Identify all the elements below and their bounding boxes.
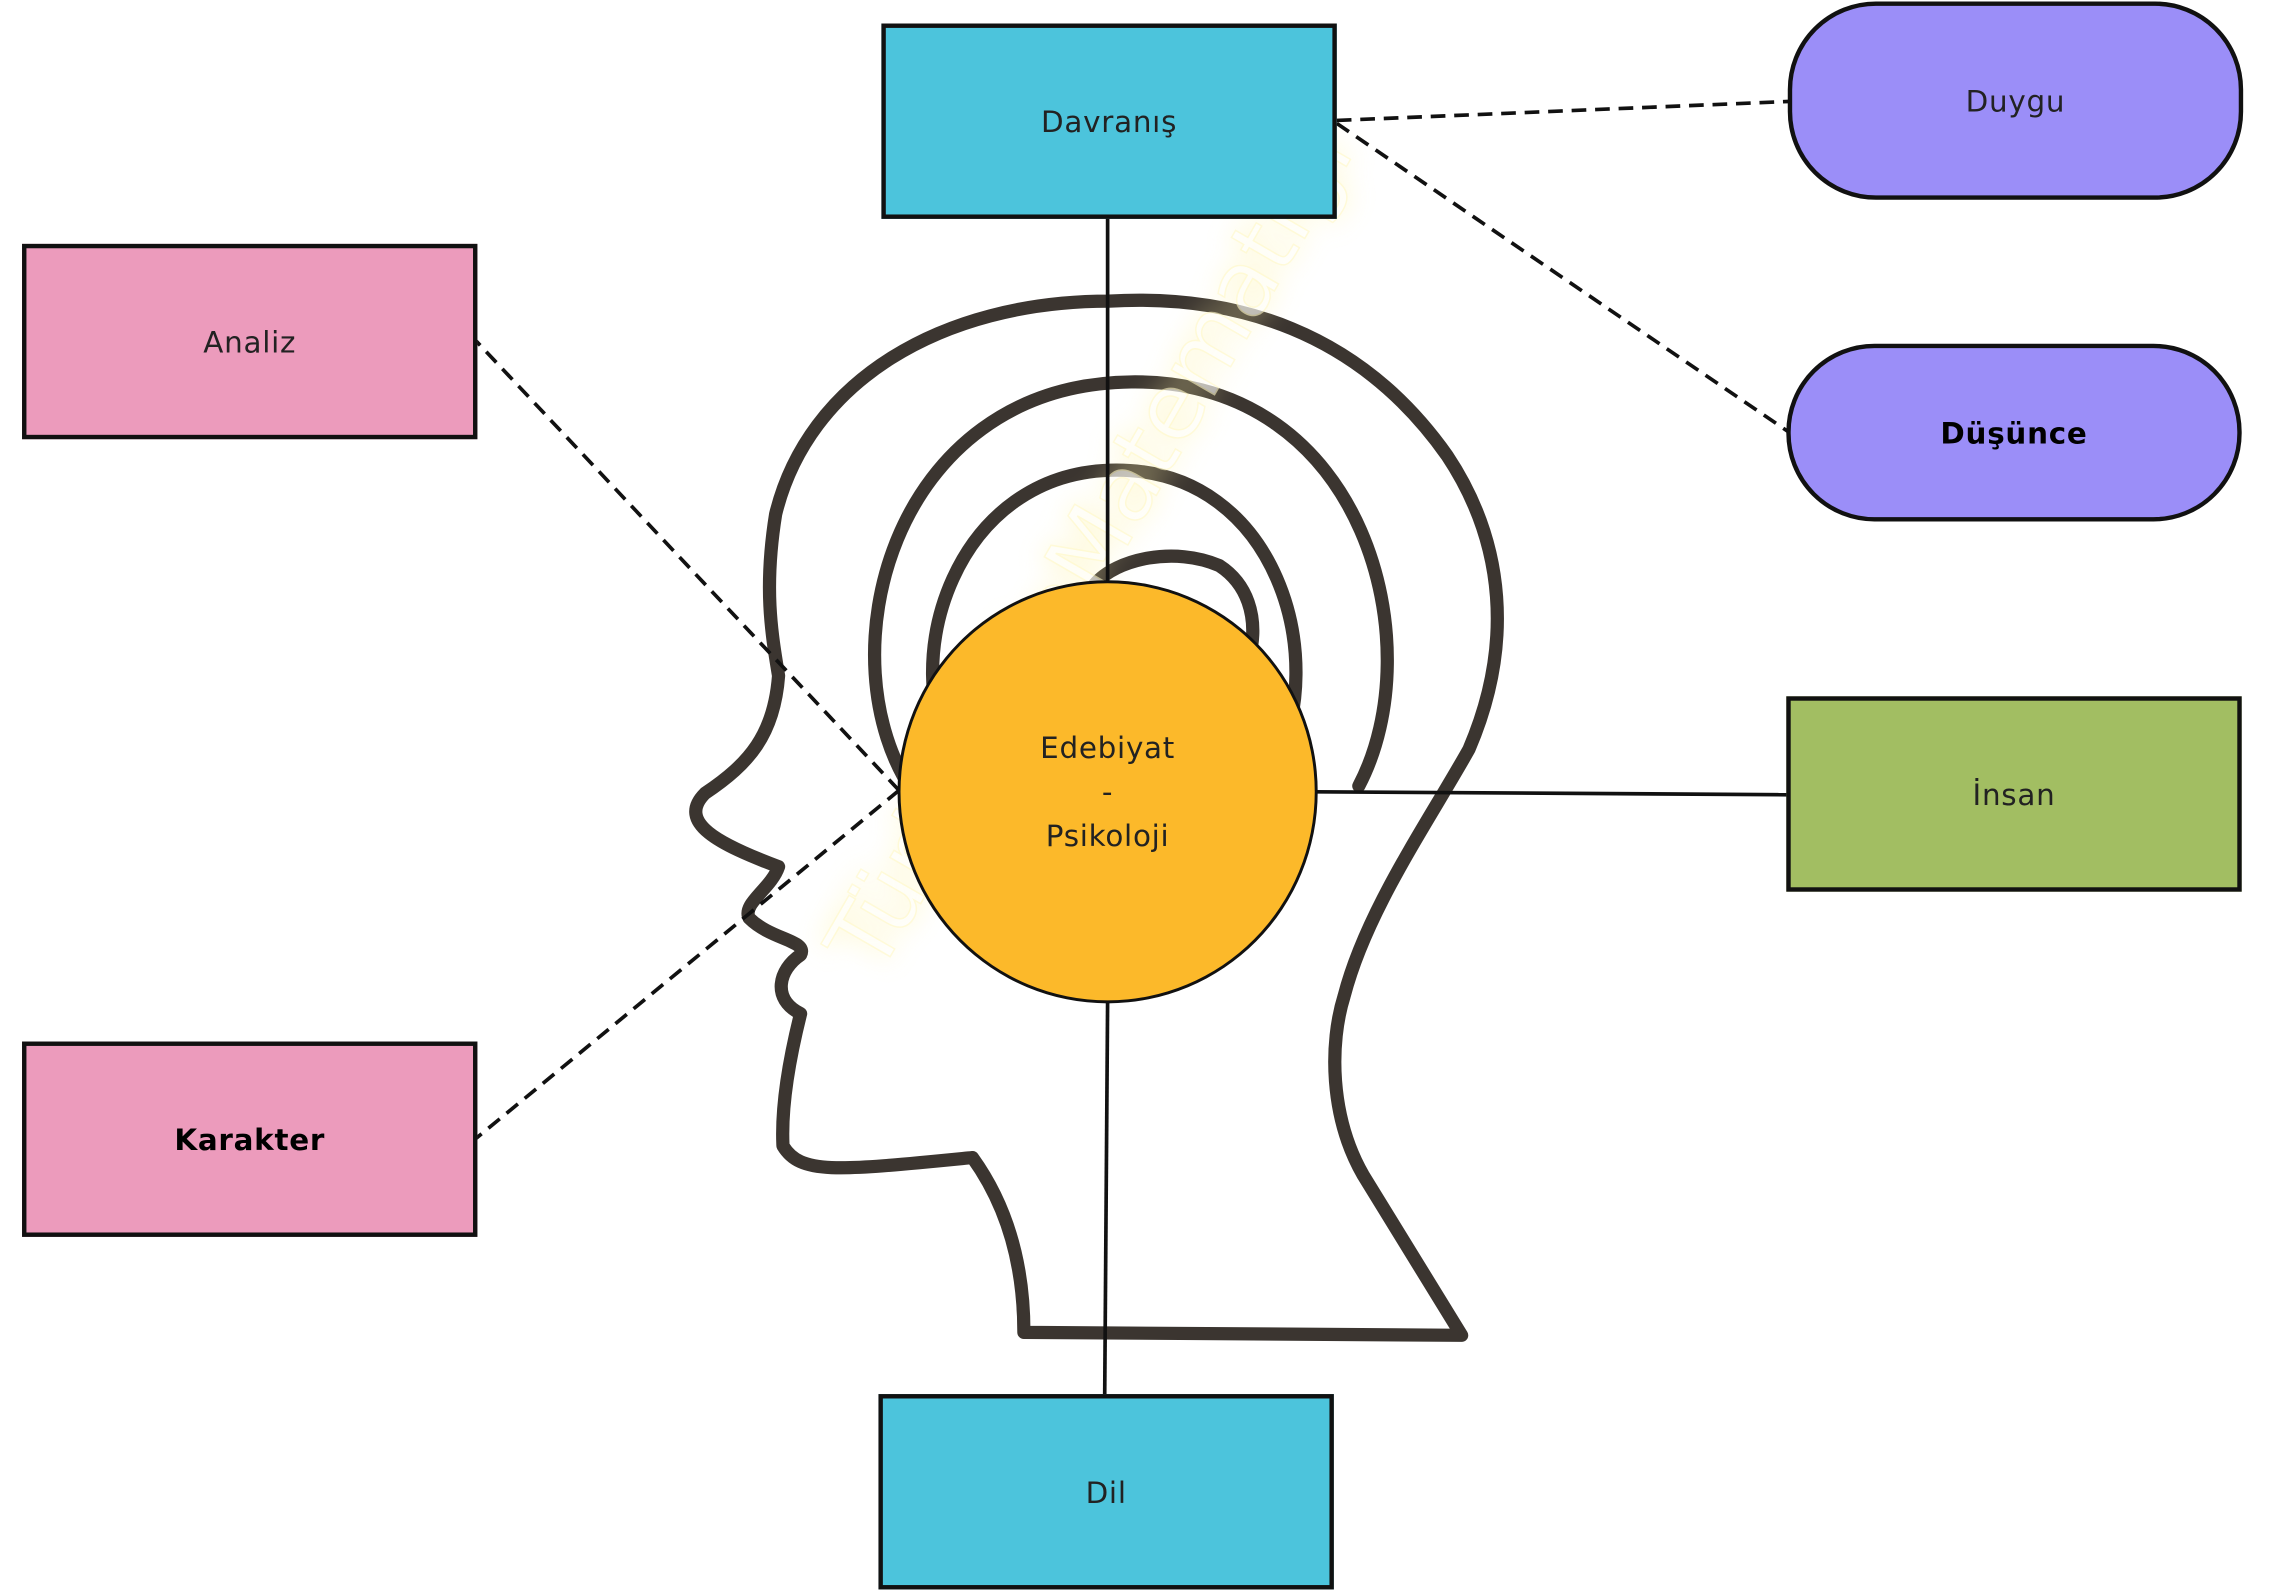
connector-center-karakter: [474, 788, 901, 1140]
center-line-3: Psikoloji: [1045, 818, 1170, 854]
connector-center-dil: [1102, 998, 1110, 1398]
node-center[interactable]: Edebiyat - Psikoloji: [897, 580, 1318, 1004]
node-analiz-label: Analiz: [203, 323, 297, 360]
node-analiz[interactable]: Analiz: [22, 243, 478, 440]
head-arc-middle: [926, 463, 1303, 771]
head-outline: [689, 293, 1504, 1342]
node-duygu[interactable]: Duygu: [1787, 1, 2244, 200]
connector-center-analiz: [474, 339, 901, 792]
connector-davranis-duygu: [1336, 99, 1791, 123]
connector-center-insan: [1314, 789, 1790, 797]
node-duygu-label: Duygu: [1965, 82, 2066, 119]
center-text: Edebiyat - Psikoloji: [1040, 726, 1175, 858]
head-arc-inner: [1087, 549, 1260, 653]
center-line-1: Edebiyat: [1040, 730, 1176, 766]
node-davranis-label: Davranış: [1041, 103, 1178, 139]
node-dusunce[interactable]: Düşünce: [1786, 343, 2242, 522]
connector-davranis-dusunce: [1335, 121, 1792, 435]
head-arc-outer: [868, 375, 1394, 800]
node-karakter[interactable]: Karakter: [22, 1041, 478, 1237]
node-dusunce-label: Düşünce: [1940, 414, 2088, 451]
node-karakter-label: Karakter: [174, 1121, 326, 1157]
center-line-2: -: [1101, 774, 1114, 810]
node-dil[interactable]: Dil: [878, 1394, 1334, 1590]
node-insan[interactable]: İnsan: [1786, 696, 2242, 892]
node-dil-label: Dil: [1085, 1474, 1127, 1510]
node-insan-label: İnsan: [1972, 776, 2056, 812]
node-davranis[interactable]: Davranış: [881, 23, 1337, 219]
